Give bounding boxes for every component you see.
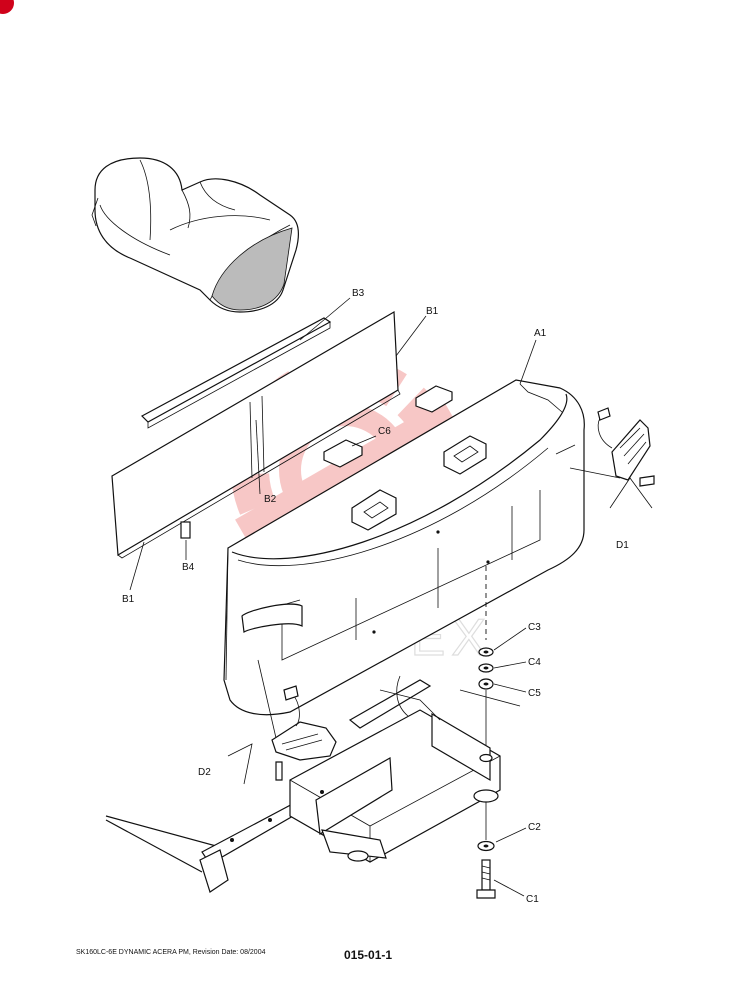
part-b1-panel [111,310,401,559]
part-b3-strip [141,317,332,429]
part-d1-light [569,407,655,509]
callout-c6: C6 [378,426,391,437]
corner-tab-marker [0,0,14,14]
part-d2-light [227,659,337,785]
part-c2-washer [477,840,495,852]
callout-d2: D2 [198,767,211,778]
callout-b4: B4 [182,562,195,573]
callout-labels: B3 B1 A1 C6 B2 B4 B1 D1 C3 C4 C5 D2 C2 C… [122,288,629,905]
callout-a1: A1 [534,328,547,339]
callout-c2: C2 [528,822,541,833]
callout-d1: D1 [616,540,629,551]
callout-b1-bottom: B1 [122,594,135,605]
support-frame [105,675,521,893]
leader-lines [129,297,537,897]
callout-c4: C4 [528,657,541,668]
callout-c5: C5 [528,688,541,699]
washers-c3-c4-c5 [478,647,494,690]
callout-c1: C1 [526,894,539,905]
part-a1-cover [223,379,585,716]
callout-c3: C3 [528,622,541,633]
footer-document-info: SK160LC-6E DYNAMIC ACERA PM, Revision Da… [76,949,266,956]
footer-page-number: 015-01-1 [344,948,393,962]
part-c1-bolt [476,859,496,899]
callout-b2: B2 [264,494,277,505]
part-c6-pads [323,385,453,468]
seat-cushion [91,157,300,313]
callout-b1-top: B1 [426,306,439,317]
callout-b3: B3 [352,288,365,299]
